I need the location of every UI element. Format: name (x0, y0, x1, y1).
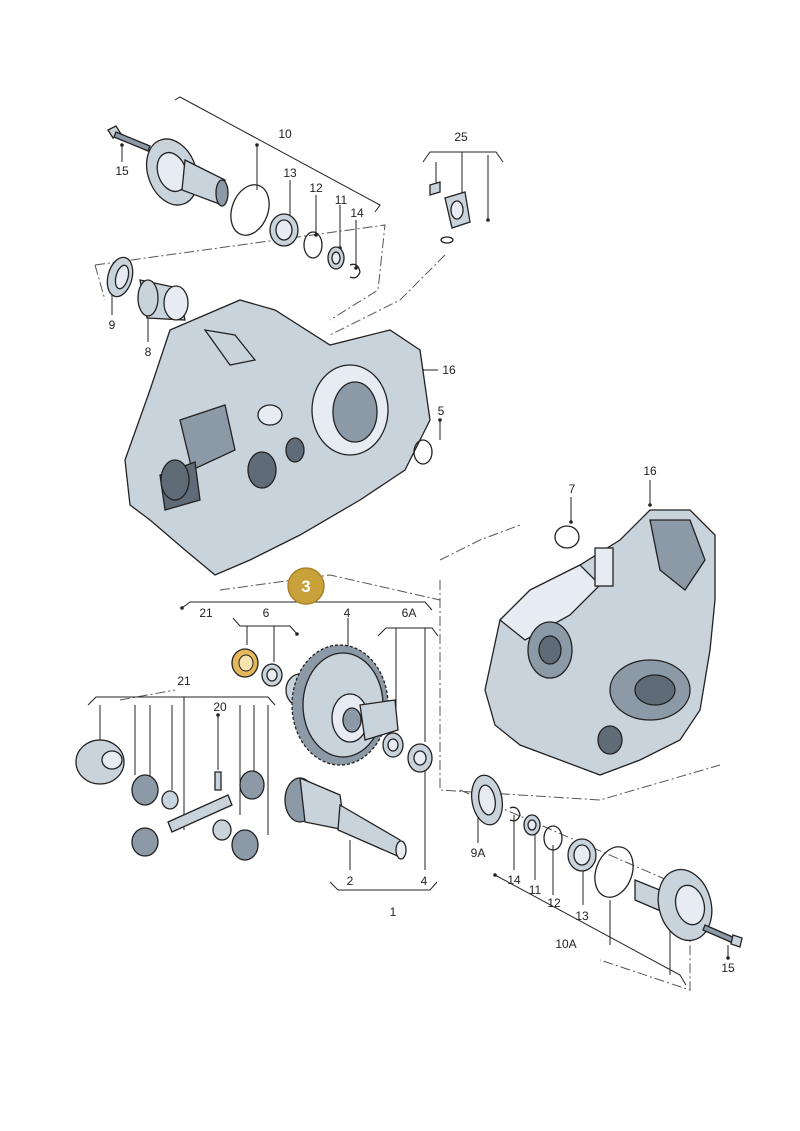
bearing-part-13-lower (567, 838, 597, 872)
label-20: 20 (213, 700, 227, 714)
label-6: 6 (263, 606, 270, 620)
differential-gears-part-21 (75, 739, 265, 861)
label-21-lower: 21 (177, 674, 191, 688)
sensor-part-25 (429, 181, 471, 244)
label-13-lower: 13 (575, 909, 589, 923)
badge-number: 3 (301, 577, 310, 596)
label-1: 1 (390, 905, 397, 919)
label-9: 9 (109, 318, 116, 332)
bolt-part-15-top (107, 125, 151, 152)
nut-part-11-top (327, 246, 345, 270)
label-12-top: 12 (309, 181, 323, 195)
label-9A: 9A (471, 846, 486, 860)
leader-lines (87, 96, 729, 986)
label-16-top: 16 (442, 363, 456, 377)
pin-part-20 (167, 771, 233, 833)
label-15-lower: 15 (721, 961, 735, 975)
highlight-badge: 3 (287, 567, 325, 605)
label-10: 10 (278, 127, 292, 141)
label-11-top: 11 (335, 193, 348, 207)
label-10A: 10A (555, 937, 576, 951)
label-12-lower: 12 (547, 896, 561, 910)
label-8: 8 (145, 345, 152, 359)
gearbox-housing-top (124, 299, 431, 576)
highlighted-part-ring (231, 648, 259, 678)
flange-shaft-part-10-top (145, 138, 229, 207)
ring-gear-part-4 (285, 644, 399, 766)
sleeve-part-8 (137, 279, 189, 321)
assembly-dash-lines (94, 224, 721, 991)
o-ring-part-7 (554, 525, 580, 549)
label-15-top: 15 (115, 164, 129, 178)
label-7: 7 (569, 482, 576, 496)
nut-part-11-lower (523, 814, 541, 836)
seal-part-9A (470, 774, 504, 826)
ring-part-12-lower (543, 825, 563, 851)
label-21-top: 21 (199, 606, 213, 620)
label-5: 5 (438, 404, 445, 418)
bearing-part-6A (382, 732, 433, 773)
ring-part-12-top (303, 231, 323, 259)
label-11-lower: 11 (529, 883, 542, 897)
label-2: 2 (347, 874, 354, 888)
label-14-lower: 14 (507, 873, 521, 887)
o-ring-part-5 (413, 439, 433, 465)
label-4-bottom: 4 (421, 874, 428, 888)
label-13-top: 13 (283, 166, 297, 180)
label-4-top: 4 (344, 606, 351, 620)
pinion-shaft-part-2 (284, 776, 407, 860)
bearing-part-6 (261, 663, 283, 687)
label-25: 25 (454, 130, 468, 144)
clip-part-14-lower (509, 806, 521, 822)
label-6A: 6A (402, 606, 417, 620)
bearing-part-13-top (269, 213, 299, 247)
label-14-top: 14 (350, 206, 364, 220)
o-ring-lower (594, 846, 634, 898)
clip-part-14-top (349, 263, 361, 279)
o-ring-top (230, 184, 270, 236)
flange-shaft-part-10A (634, 868, 713, 942)
gearbox-housing-right (484, 509, 716, 776)
bolt-part-15-lower (702, 924, 743, 948)
seal-part-9 (106, 256, 134, 298)
label-16-right: 16 (643, 464, 657, 478)
part-labels: 10 15 13 12 11 14 25 9 8 16 5 7 16 21 6 … (109, 127, 735, 975)
